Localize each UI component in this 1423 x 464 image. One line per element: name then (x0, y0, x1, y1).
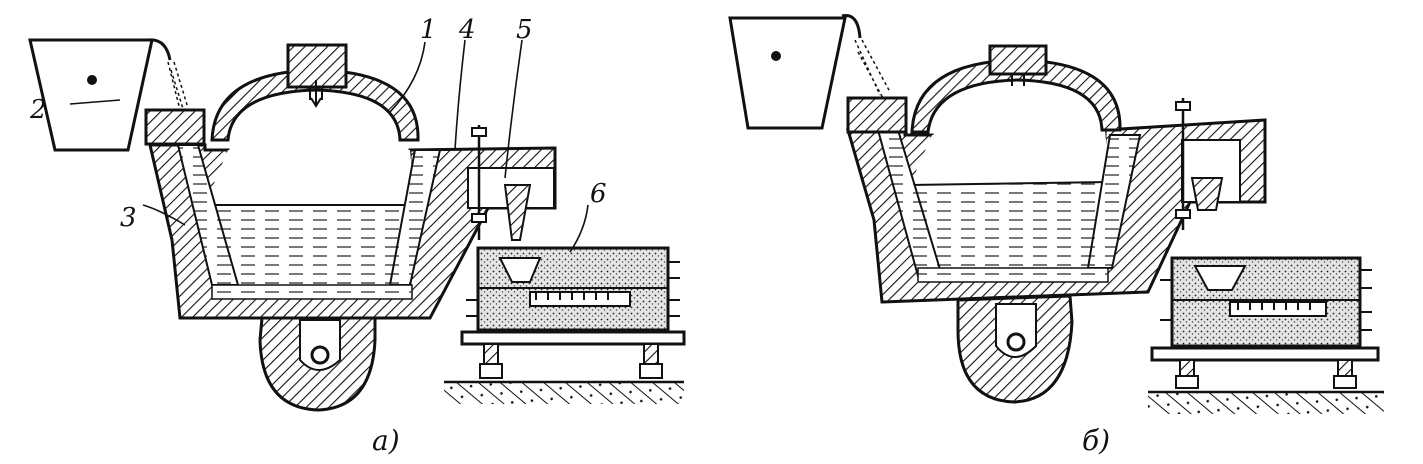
sand-mold (466, 246, 680, 332)
label-3: 3 (120, 203, 137, 233)
label-1: 1 (420, 15, 437, 45)
caption-a: а) (372, 424, 400, 457)
sand-mold-b (1160, 256, 1372, 348)
leader-lines-a (69, 39, 589, 253)
spout-nozzle (467, 125, 555, 241)
caption-b: б) (1082, 424, 1110, 457)
spout-nozzle-b (1175, 98, 1241, 230)
pivot-support (258, 316, 377, 412)
dome-cover (210, 43, 420, 142)
inlet-cap (144, 108, 206, 146)
figure-b: б) (728, 13, 1384, 457)
mold-table-b (1148, 346, 1384, 414)
pouring-ladle-b (728, 13, 891, 130)
label-4: 4 (458, 15, 476, 45)
furnace-body-b (846, 118, 1267, 304)
furnace-body (148, 143, 557, 320)
figure-a: 1 2 3 4 5 6 а) (28, 15, 686, 457)
mold-table (444, 330, 686, 404)
pouring-ladle (28, 38, 189, 152)
dome-cover-b (910, 44, 1122, 134)
label-6: 6 (590, 179, 607, 209)
label-5: 5 (516, 15, 533, 45)
label-2: 2 (29, 95, 47, 125)
outlet-channel-b (1086, 134, 1142, 269)
pivot-support-b (956, 294, 1074, 404)
inlet-cap-b (846, 96, 908, 134)
